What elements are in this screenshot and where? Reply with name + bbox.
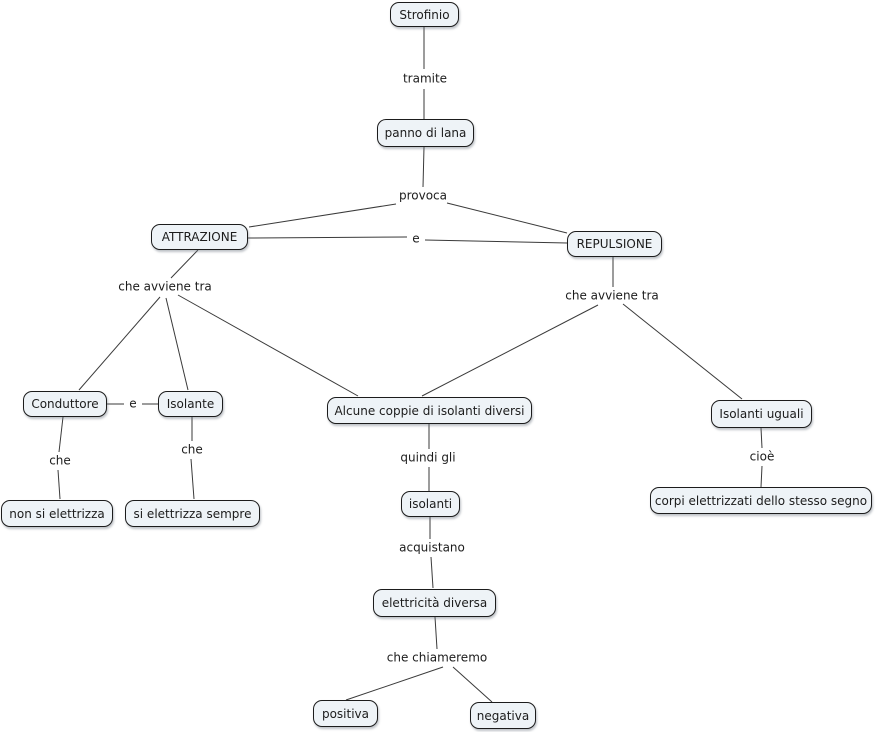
edge-provoca-to-repulsione bbox=[446, 202, 568, 234]
edge-conduttore-to-che_sx bbox=[58, 416, 64, 453]
link-label-acquistano[interactable]: acquistano bbox=[398, 540, 466, 555]
link-label-che_sx[interactable]: che bbox=[48, 453, 72, 468]
concept-node-corpi_stesso_segno[interactable]: corpi elettrizzati dello stesso segno bbox=[650, 487, 872, 514]
concept-node-elettricita_diversa[interactable]: elettricità diversa bbox=[373, 589, 496, 617]
edge-attrazione-to-e_centrale bbox=[247, 236, 408, 239]
concept-node-conduttore[interactable]: Conduttore bbox=[23, 391, 107, 417]
link-label-che_dx[interactable]: che bbox=[180, 442, 204, 457]
edge-che_sx-to-non_si_elettrizza bbox=[57, 469, 61, 500]
concept-node-panno_di_lana[interactable]: panno di lana bbox=[377, 119, 474, 147]
edge-attrazione-to-che_avviene_tra_sx bbox=[170, 249, 199, 279]
edge-provoca-to-attrazione bbox=[248, 203, 397, 228]
edge-che_avviene_tra_sx-to-alcune_coppie bbox=[177, 294, 359, 397]
link-label-che_chiameremo[interactable]: che chiameremo bbox=[385, 650, 489, 665]
concept-node-isolanti_uguali[interactable]: Isolanti uguali bbox=[711, 400, 812, 428]
concept-node-non_si_elettrizza[interactable]: non si elettrizza bbox=[1, 500, 113, 527]
link-label-che_avviene_tra_dx[interactable]: che avviene tra bbox=[564, 288, 660, 303]
edge-e_centrale-to-repulsione bbox=[424, 239, 568, 244]
edge-che_chiameremo-to-positiva bbox=[345, 666, 444, 701]
concept-node-negativa[interactable]: negativa bbox=[470, 702, 536, 729]
concept-node-attrazione[interactable]: ATTRAZIONE bbox=[151, 224, 248, 250]
link-label-che_avviene_tra_sx[interactable]: che avviene tra bbox=[117, 279, 213, 294]
edge-che_avviene_tra_dx-to-isolanti_uguali bbox=[622, 303, 743, 400]
link-label-quindi_gli[interactable]: quindi gli bbox=[399, 450, 457, 465]
edge-che_dx-to-si_elettrizza_sempre bbox=[190, 458, 195, 500]
edge-che_avviene_tra_sx-to-isolante bbox=[165, 297, 189, 391]
concept-node-strofinio[interactable]: Strofinio bbox=[390, 2, 459, 27]
edge-elettricita_diversa-to-che_chiameremo bbox=[434, 616, 438, 650]
edge-acquistano-to-elettricita_diversa bbox=[430, 556, 434, 589]
link-label-cioe[interactable]: cioè bbox=[748, 449, 776, 464]
concept-node-si_elettrizza_sempre[interactable]: si elettrizza sempre bbox=[125, 500, 260, 527]
edge-panno_di_lana-to-provoca bbox=[422, 146, 425, 188]
edge-che_avviene_tra_dx-to-alcune_coppie bbox=[421, 304, 599, 397]
concept-node-positiva[interactable]: positiva bbox=[313, 700, 378, 727]
edge-che_avviene_tra_sx-to-conduttore bbox=[78, 296, 161, 391]
link-label-tramite[interactable]: tramite bbox=[401, 71, 449, 86]
edge-che_chiameremo-to-negativa bbox=[452, 666, 493, 703]
edge-cioe-to-corpi_stesso_segno bbox=[760, 465, 763, 488]
concept-node-isolanti[interactable]: isolanti bbox=[401, 491, 460, 517]
link-label-e_sx[interactable]: e bbox=[128, 396, 138, 411]
link-label-e_centrale[interactable]: e bbox=[411, 231, 421, 246]
concept-node-alcune_coppie[interactable]: Alcune coppie di isolanti diversi bbox=[327, 397, 532, 424]
link-label-provoca[interactable]: provoca bbox=[397, 188, 449, 203]
concept-node-repulsione[interactable]: REPULSIONE bbox=[567, 231, 662, 257]
concept-node-isolante[interactable]: Isolante bbox=[158, 391, 223, 417]
edge-isolanti_uguali-to-cioe bbox=[760, 427, 763, 449]
